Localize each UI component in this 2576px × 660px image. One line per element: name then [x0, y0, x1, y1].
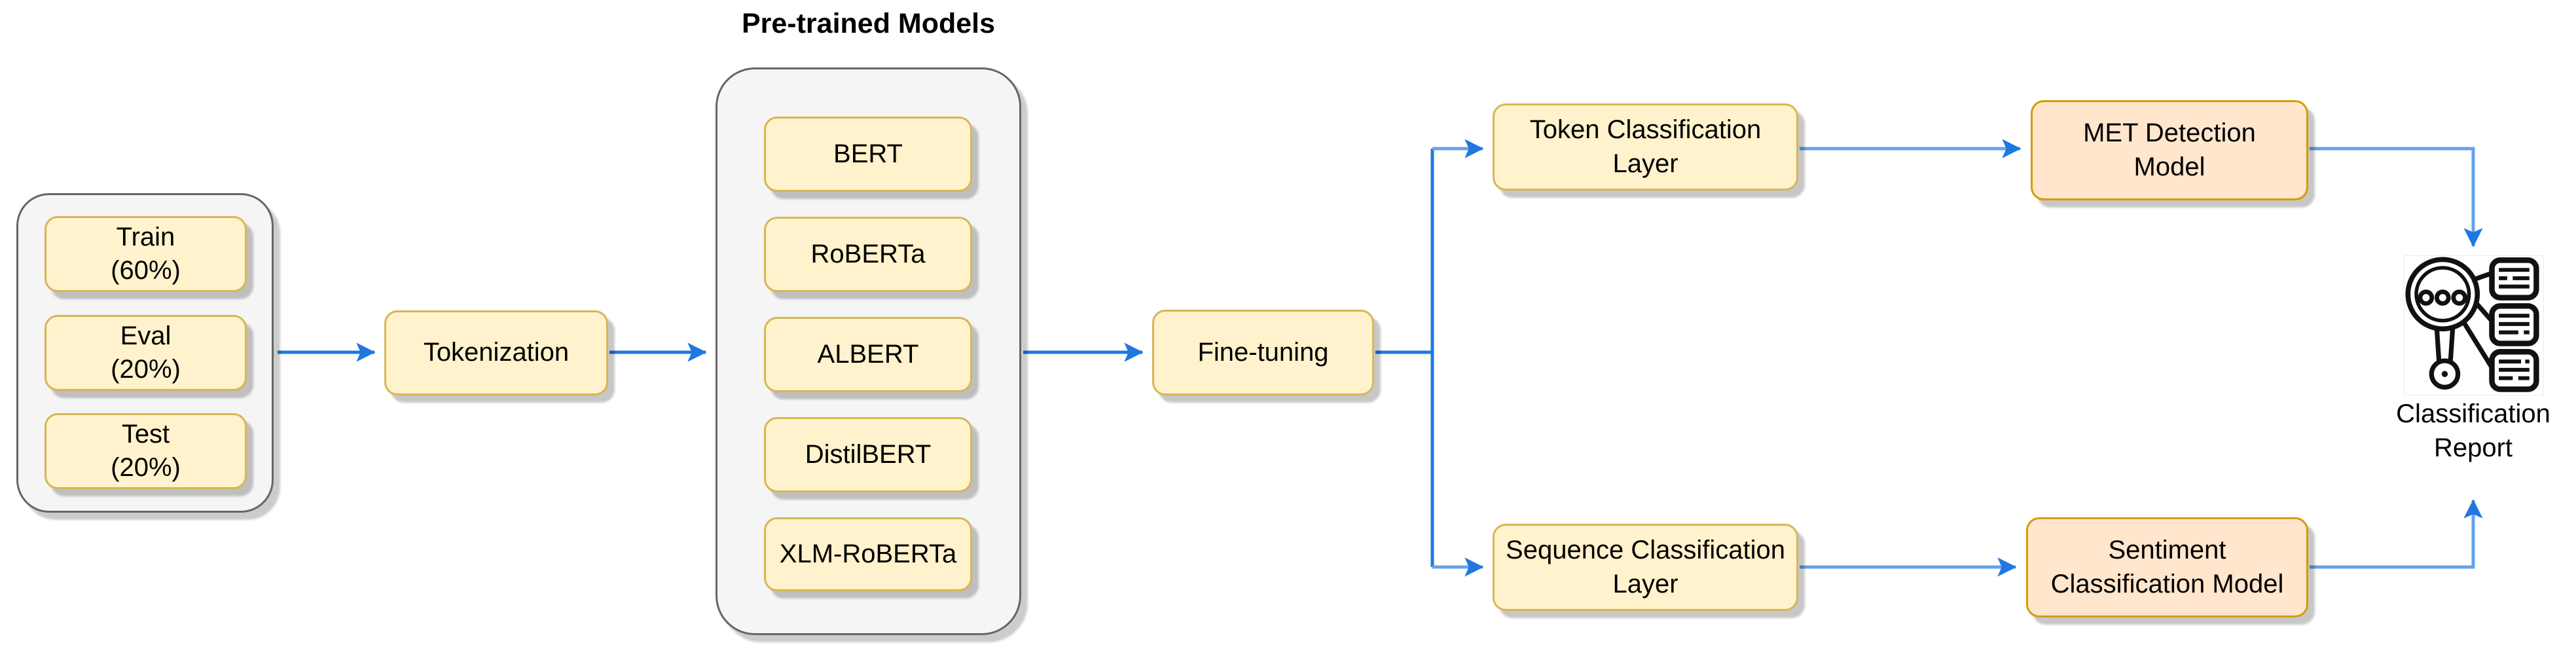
model-box-xlm-roberta-label: XLM-RoBERTa: [779, 539, 957, 568]
model-box-distilbert-label: DistilBERT: [805, 439, 932, 469]
arrow-met-to-report: [2310, 147, 2483, 248]
classification-report-label: Classification Report: [2396, 399, 2550, 462]
node-eval: Eval (20%): [45, 315, 247, 391]
node-token-classification-layer: Token Classification Layer: [1493, 103, 1798, 191]
branch-trunk-line: [1375, 149, 1434, 567]
classification-report-icon: [2404, 255, 2544, 395]
node-tokenization: Tokenization: [384, 310, 608, 395]
model-box-bert-label: BERT: [833, 139, 903, 168]
model-box-roberta: RoBERTa: [764, 217, 972, 292]
model-box-albert: ALBERT: [764, 317, 972, 392]
pretrained-models-title: Pre-trained Models: [741, 8, 996, 39]
node-train: Train (60%): [45, 216, 247, 292]
model-box-bert: BERT: [764, 117, 972, 192]
node-test: Test (20%): [45, 413, 247, 489]
node-met-detection-model-label: MET Detection Model: [2083, 119, 2256, 181]
model-box-roberta-label: RoBERTa: [810, 239, 926, 268]
node-train-label: Train (60%): [111, 222, 181, 285]
node-token-classification-layer-label: Token Classification Layer: [1529, 115, 1762, 178]
arrow-sentiment-to-report: [2310, 499, 2483, 569]
node-sentiment-classification-model-label: Sentiment Classification Model: [2050, 536, 2284, 598]
node-finetuning-label: Fine-tuning: [1197, 337, 1329, 367]
model-box-albert-label: ALBERT: [817, 339, 919, 369]
node-met-detection-model: MET Detection Model: [2031, 100, 2308, 200]
magnifier-report-icon-art: [2405, 257, 2539, 392]
node-tokenization-label: Tokenization: [423, 338, 570, 367]
node-test-label: Test (20%): [111, 419, 181, 482]
node-sentiment-classification-model: Sentiment Classification Model: [2026, 517, 2308, 617]
node-finetuning: Fine-tuning: [1152, 310, 1374, 395]
model-box-distilbert: DistilBERT: [764, 417, 972, 492]
node-eval-label: Eval (20%): [111, 321, 181, 384]
node-sequence-classification-layer-label: Sequence Classification Layer: [1506, 536, 1785, 598]
model-box-xlm-roberta: XLM-RoBERTa: [764, 517, 972, 591]
node-sequence-classification-layer: Sequence Classification Layer: [1493, 524, 1798, 611]
